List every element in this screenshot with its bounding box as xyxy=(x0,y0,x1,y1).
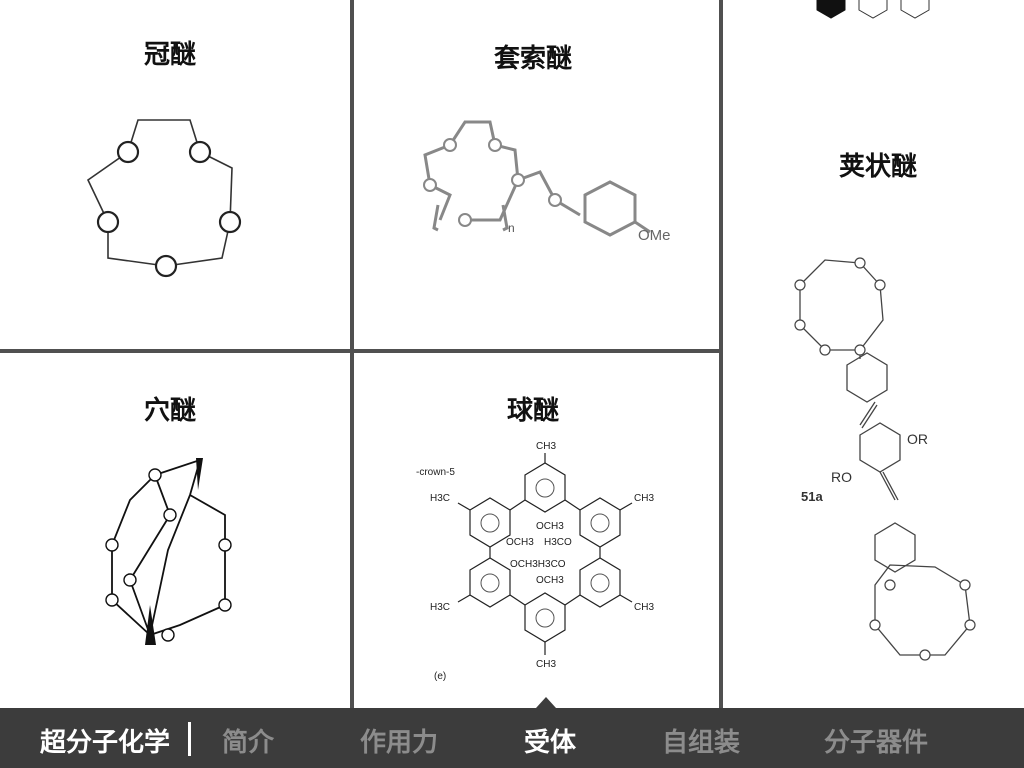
spherand-ch3-top: CH3 xyxy=(536,441,556,452)
lariat-ether-title: 套索醚 xyxy=(493,44,572,74)
cryptand-wedge-top xyxy=(196,458,203,490)
nav-self-assembly[interactable]: 自组装 xyxy=(662,728,741,758)
spherand-och3-1: OCH3 xyxy=(536,521,564,532)
bibracchial-ether-title: 荚状醚 xyxy=(838,152,917,182)
crown-ether-title: 冠醚 xyxy=(143,40,196,70)
spherand-ch3-right-top: CH3 xyxy=(634,493,654,504)
footer-nav-bar: 超分子化学 简介 作用力 受体 自组装 分子器件 xyxy=(0,708,1024,768)
nav-forces[interactable]: 作用力 xyxy=(360,728,439,758)
spherand-title: 球醚 xyxy=(506,396,559,426)
cryptand-structure xyxy=(105,458,232,645)
bibracchial-ro-label: RO xyxy=(831,469,852,485)
cryptand-wedge-bottom xyxy=(145,605,156,645)
spherand-och3h3co: OCH3H3CO xyxy=(510,559,566,570)
cryptand-title: 穴醚 xyxy=(143,396,196,426)
nav-intro[interactable]: 简介 xyxy=(222,728,275,758)
brand-title: 超分子化学 xyxy=(40,728,171,758)
crown-ether-structure xyxy=(86,119,242,278)
pager-dot-1[interactable] xyxy=(816,0,846,19)
brand-separator xyxy=(188,722,191,756)
spherand-och3-3: OCH3 xyxy=(536,575,564,586)
spherand-e-label: (e) xyxy=(434,671,446,682)
divider-vertical-left xyxy=(350,0,354,708)
pager-dots xyxy=(816,0,930,19)
pager xyxy=(812,0,942,26)
spherand-h3co-1: H3CO xyxy=(544,537,572,548)
pager-dot-2[interactable] xyxy=(858,0,888,19)
nav-receptors[interactable]: 受体 xyxy=(524,728,577,758)
spherand-ch3-right-bottom: CH3 xyxy=(634,602,654,613)
lariat-ome-label: OMe xyxy=(638,227,671,244)
spherand-och3-2: OCH3 xyxy=(506,537,534,548)
bibracchial-compound-label: 51a xyxy=(801,489,823,504)
spherand-ch3-bottom: CH3 xyxy=(536,659,556,670)
active-nav-pointer xyxy=(536,697,556,708)
nav-molecular-devices[interactable]: 分子器件 xyxy=(824,728,929,758)
spherand-h3c-left-top: H3C xyxy=(430,493,450,504)
spherand-structure: -crown-5 CH3 H3C CH3 OCH3 OCH3 H3CO OCH3… xyxy=(416,441,654,682)
divider-vertical-right xyxy=(719,0,723,708)
spherand-crown-label: -crown-5 xyxy=(416,467,455,478)
lariat-n-label: n xyxy=(508,221,515,235)
bibracchial-ether-structure: OR RO 51a xyxy=(794,257,976,661)
divider-horizontal xyxy=(0,349,721,353)
lariat-ether-structure: n OMe xyxy=(423,120,671,244)
bibracchial-or-label: OR xyxy=(907,431,928,447)
spherand-h3c-left-bottom: H3C xyxy=(430,602,450,613)
pager-dot-3[interactable] xyxy=(900,0,930,19)
